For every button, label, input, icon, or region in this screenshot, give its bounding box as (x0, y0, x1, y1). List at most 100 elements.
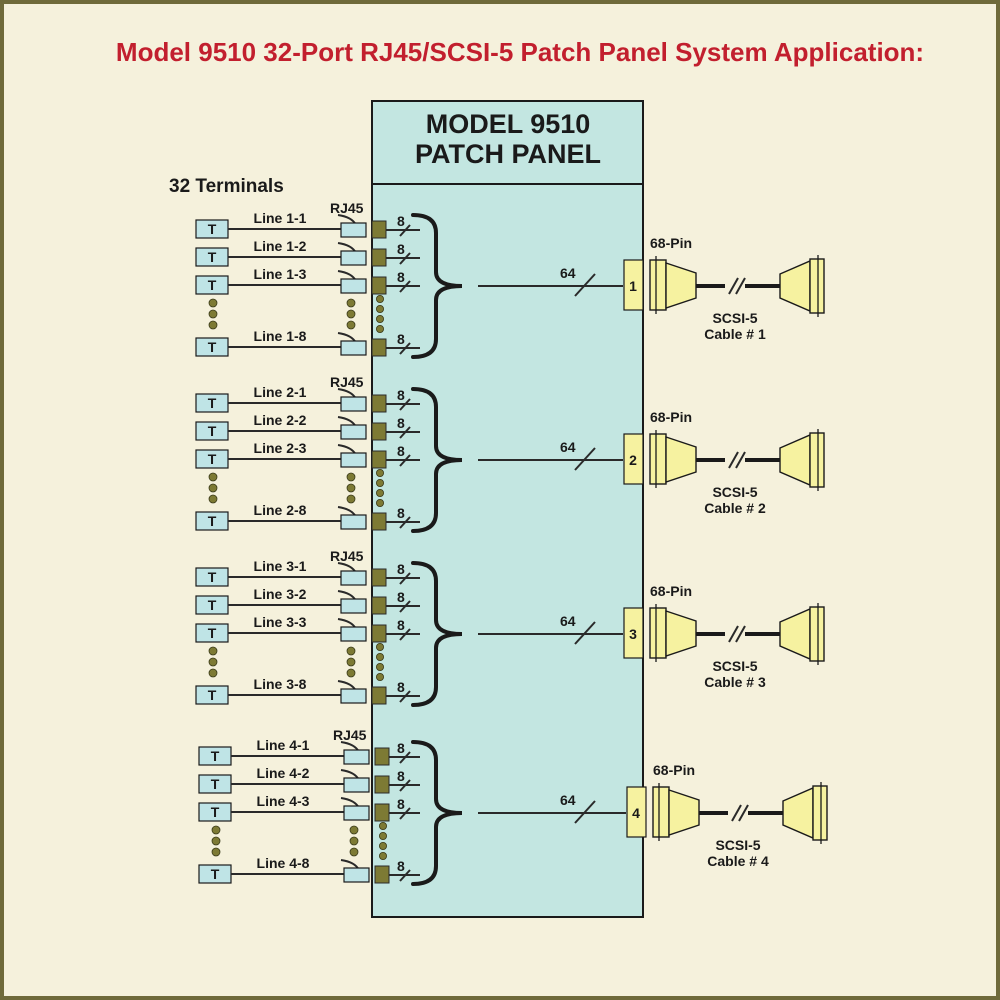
continuation-dot (211, 847, 221, 857)
rj45-plug (340, 514, 367, 530)
scsi-port-number: 2 (629, 452, 637, 468)
continuation-dot (349, 825, 359, 835)
bus-slash (399, 224, 411, 237)
cable-break-mark (728, 625, 739, 643)
rj45-jack (371, 248, 387, 267)
wire-count-label: 8 (397, 561, 405, 577)
cable-break-mark (735, 625, 746, 643)
cable-type-label: SCSI-5 (712, 658, 757, 674)
cable-type-label: SCSI-5 (712, 484, 757, 500)
terminal-glyph: T (208, 687, 217, 703)
rj45-jack (371, 568, 387, 587)
bus-slash (574, 800, 596, 824)
continuation-dot (375, 468, 384, 477)
panel-title-line2: PATCH PANEL (415, 139, 601, 169)
group-brace (411, 213, 463, 359)
rj45-plug (340, 626, 367, 642)
terminal-glyph: T (208, 569, 217, 585)
terminal-glyph: T (208, 221, 217, 237)
diagram-title: Model 9510 32-Port RJ45/SCSI-5 Patch Pan… (116, 37, 924, 67)
scsi-port (623, 259, 644, 311)
continuation-dot (375, 294, 384, 303)
wire-count-label: 8 (397, 858, 405, 874)
terminal-glyph: T (208, 513, 217, 529)
cable-number-label: Cable # 2 (704, 500, 766, 516)
rj45-jack (371, 394, 387, 413)
cable-break-mark (738, 804, 749, 822)
wire-count-label: 8 (397, 269, 405, 285)
cable-break-mark (735, 451, 746, 469)
line-label: Line 1-8 (254, 328, 307, 344)
bus-slash (399, 779, 411, 792)
continuation-dot (346, 320, 356, 330)
cable-number-label: Cable # 4 (707, 853, 769, 869)
connector-flange (649, 607, 667, 659)
connector-flange (809, 432, 825, 488)
line-label: Line 3-8 (254, 676, 307, 692)
terminal-glyph: T (208, 597, 217, 613)
continuation-dot (375, 304, 384, 313)
pins-label: 68-Pin (650, 583, 692, 599)
connector-flange (649, 259, 667, 311)
line-label: Line 3-3 (254, 614, 307, 630)
line-label: Line 4-8 (257, 855, 310, 871)
rj45-jack (371, 338, 387, 357)
continuation-dot (375, 314, 384, 323)
continuation-dot (208, 309, 218, 319)
cable-break-mark (728, 277, 739, 295)
terminal-glyph: T (208, 395, 217, 411)
continuation-dot (346, 657, 356, 667)
terminal-glyph: T (208, 277, 217, 293)
scsi-port-number: 3 (629, 626, 637, 642)
cable-break-mark (728, 451, 739, 469)
rj45-plug (340, 278, 367, 294)
rj45-jack (374, 803, 390, 822)
rj45-jack (371, 220, 387, 239)
rj45-jack (371, 512, 387, 531)
patch-panel-body (371, 100, 644, 918)
group-brace (411, 740, 463, 886)
rj45-plug (340, 340, 367, 356)
rj45-jack (374, 775, 390, 794)
patch-panel: MODEL 9510 PATCH PANEL (371, 100, 644, 918)
continuation-dot (375, 498, 384, 507)
line-label: Line 2-2 (254, 412, 307, 428)
continuation-dot (349, 836, 359, 846)
line-label: Line 1-3 (254, 266, 307, 282)
scsi-connector-near (665, 262, 697, 309)
rj45-label: RJ45 (330, 200, 364, 216)
terminal-glyph: T (211, 804, 220, 820)
continuation-dot (346, 494, 356, 504)
terminal-glyph: T (211, 776, 220, 792)
terminal-glyph: T (211, 748, 220, 764)
rj45-plug (340, 570, 367, 586)
bus-slash (399, 572, 411, 585)
cable-number-label: Cable # 3 (704, 674, 766, 690)
continuation-dot (208, 668, 218, 678)
bus-slash (399, 628, 411, 641)
bus-slash (399, 600, 411, 613)
rj45-jack (371, 686, 387, 705)
scsi-connector-near (668, 789, 700, 836)
bus-slash (399, 869, 411, 882)
rj45-jack (371, 422, 387, 441)
connector-flange (809, 606, 825, 662)
rj45-jack (374, 865, 390, 884)
scsi-port-number: 1 (629, 278, 637, 294)
rj45-jack (371, 596, 387, 615)
line-label: Line 2-3 (254, 440, 307, 456)
cable-type-label: SCSI-5 (715, 837, 760, 853)
rj45-plug (340, 396, 367, 412)
continuation-dot (378, 822, 387, 831)
continuation-dot (375, 653, 384, 662)
continuation-dot (349, 847, 359, 857)
bus-slash (399, 751, 411, 764)
